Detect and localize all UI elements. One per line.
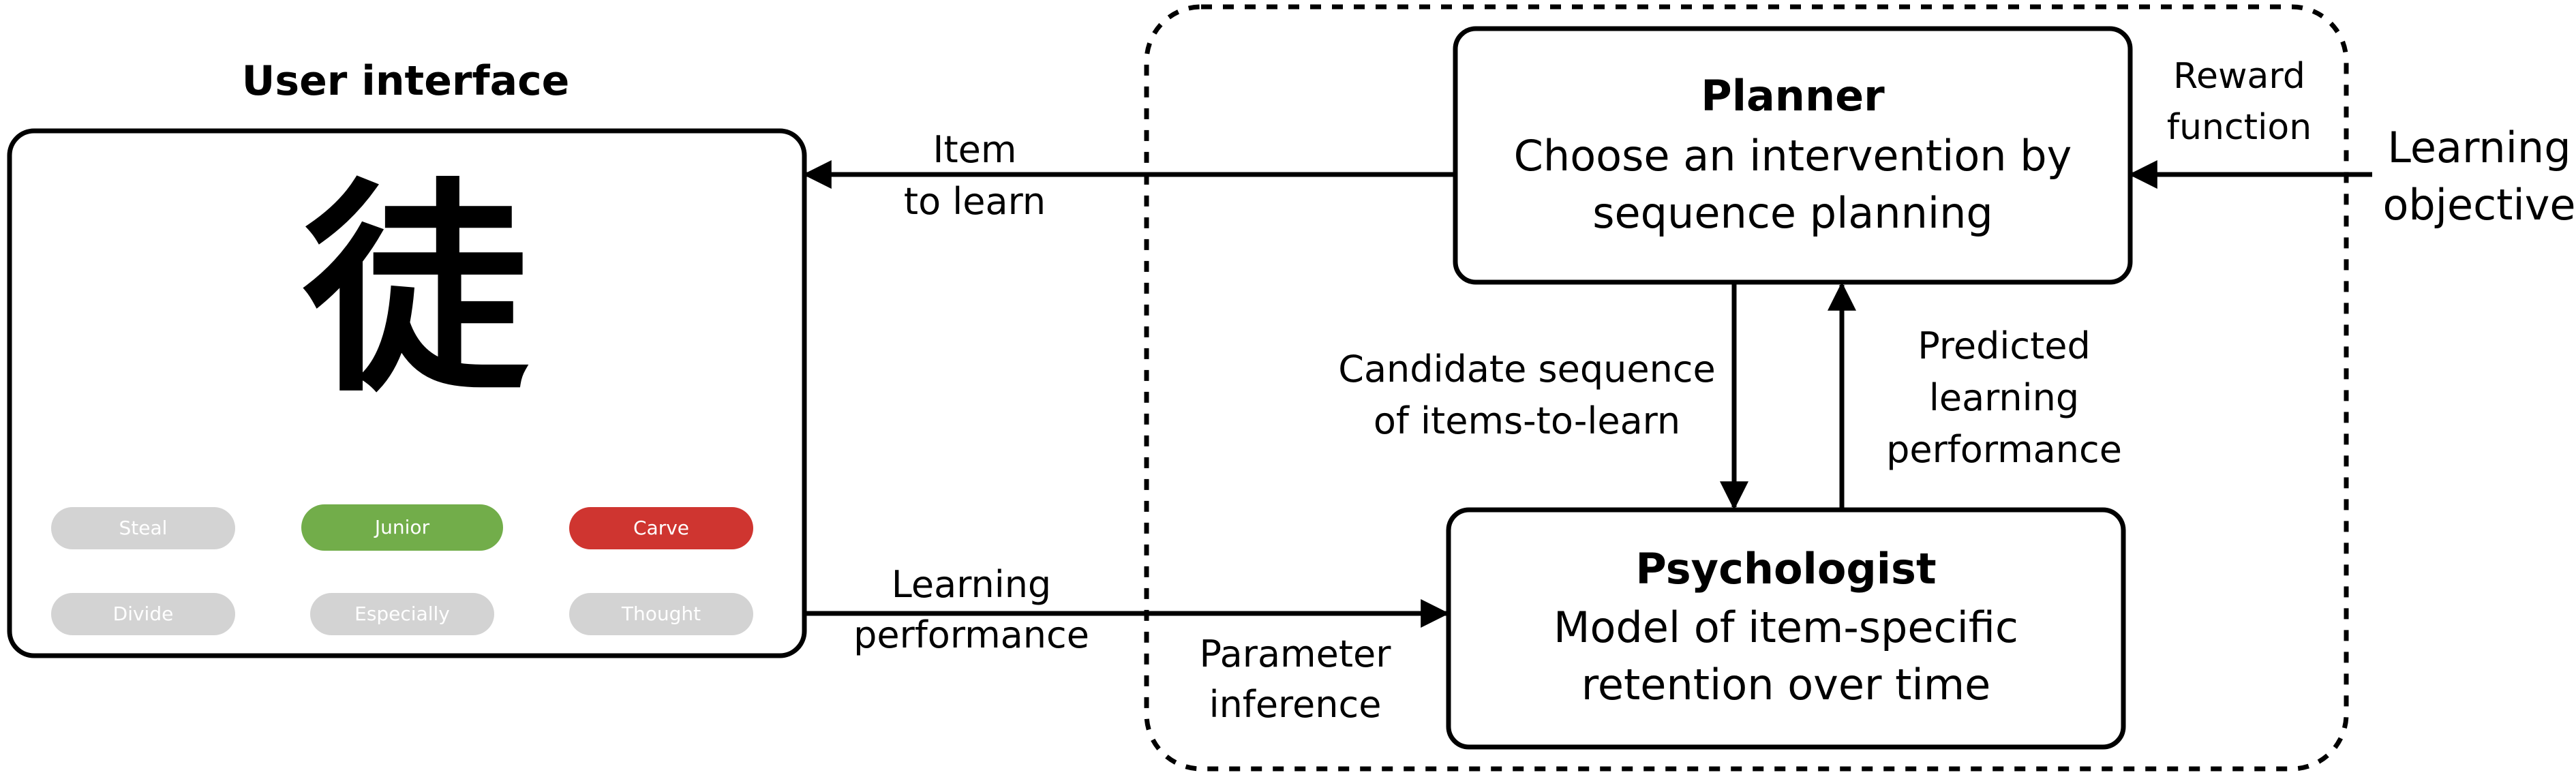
planner-title: Planner (1701, 71, 1885, 121)
psychologist-title: Psychologist (1635, 544, 1937, 594)
candidate-sequence-label-line-2: of items-to-learn (1373, 399, 1681, 442)
predicted-performance-label-line-1: Predicted (1918, 324, 2091, 367)
parameter-inference-label-line-2: inference (1209, 683, 1382, 726)
planner-box (1453, 26, 2133, 285)
planner-description-line-1: Choose an intervention by (1513, 131, 2072, 181)
reward-function-label-line-1: Reward (2173, 56, 2305, 97)
learning-performance-label-line-1: Learning (891, 563, 1052, 606)
learning-objective-label-line-1: Learning (2387, 123, 2571, 172)
option-button-carve[interactable]: Carve (569, 507, 753, 549)
system-boundary (1144, 4, 2349, 772)
option-button-especially[interactable]: Especially (310, 593, 494, 635)
item-to-learn-label-line-2: to learn (903, 180, 1046, 223)
psychologist-box (1446, 507, 2126, 750)
predicted-performance-label-line-2: learning (1928, 376, 2080, 419)
learning-objective-label-line-2: objective (2382, 180, 2576, 230)
option-button-steal[interactable]: Steal (51, 507, 235, 549)
reward-function-label-line-2: function (2166, 107, 2312, 148)
learning-performance-label-line-2: performance (853, 613, 1089, 656)
flashcard-character: 徒 (303, 157, 528, 422)
psychologist-description-line-1: Model of item-specific (1553, 603, 2019, 652)
option-button-thought[interactable]: Thought (569, 593, 753, 635)
option-button-junior[interactable]: Junior (301, 504, 503, 551)
planner-description-line-2: sequence planning (1592, 188, 1993, 238)
psychologist-description-line-2: retention over time (1581, 660, 1991, 710)
candidate-sequence-label-line-1: Candidate sequence (1338, 348, 1716, 391)
item-to-learn-label-line-1: Item (933, 128, 1017, 171)
parameter-inference-label-line-1: Parameter (1199, 633, 1391, 675)
option-button-divide[interactable]: Divide (51, 593, 235, 635)
predicted-performance-label-line-3: performance (1886, 428, 2122, 471)
user-interface-title: User interface (241, 57, 570, 105)
